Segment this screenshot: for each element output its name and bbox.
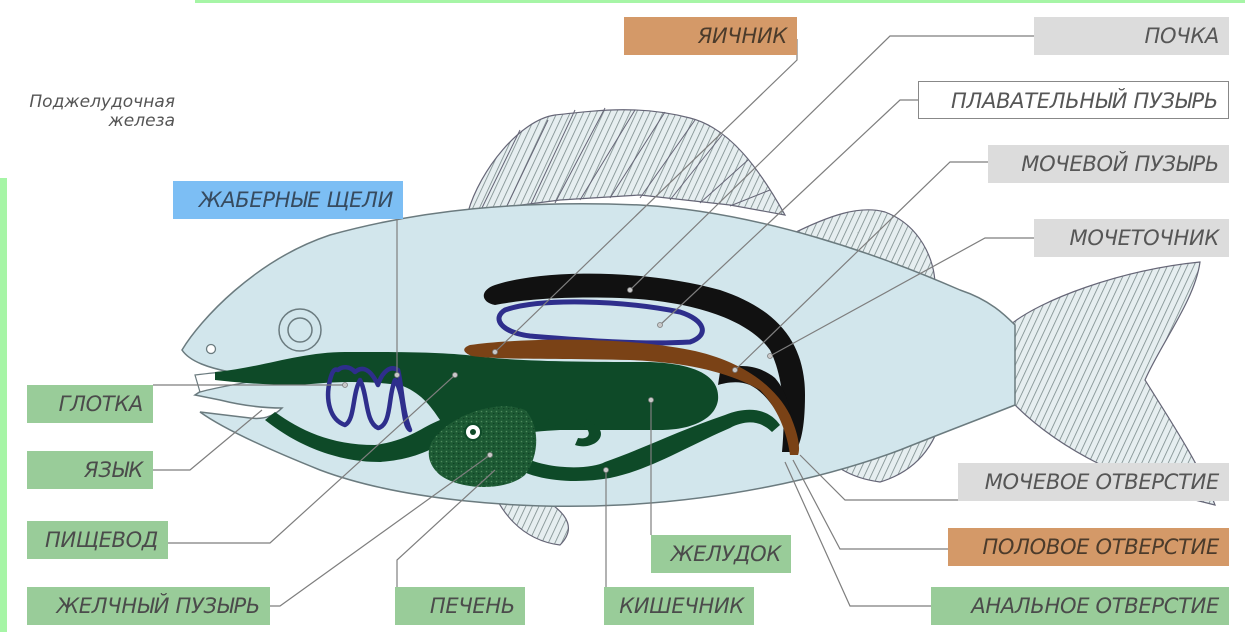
label-kidney: ПОЧКА — [1034, 17, 1229, 55]
label-urinary-bladder: МОЧЕВОЙ ПУЗЫРЬ — [988, 145, 1229, 183]
label-urinary-opening: МОЧЕВОЕ ОТВЕРСТИЕ — [958, 463, 1229, 501]
label-stomach: ЖЕЛУДОК — [651, 535, 791, 573]
eye-inner — [288, 318, 312, 342]
label-gill-slits: ЖАБЕРНЫЕ ЩЕЛИ — [173, 181, 403, 219]
label-esophagus: ПИЩЕВОД — [27, 521, 168, 559]
label-ovary: ЯИЧНИК — [624, 17, 797, 55]
label-gallbladder: ЖЕЛЧНЫЙ ПУЗЫРЬ — [27, 587, 270, 625]
label-tongue: ЯЗЫК — [27, 451, 153, 489]
label-swim-bladder: ПЛАВАТЕЛЬНЫЙ ПУЗЫРЬ — [918, 81, 1229, 119]
label-intestine: КИШЕЧНИК — [604, 587, 754, 625]
label-ureter: МОЧЕТОЧНИК — [1034, 219, 1229, 257]
label-pharynx: ГЛОТКА — [27, 385, 153, 423]
label-anal-opening: АНАЛЬНОЕ ОТВЕРСТИЕ — [931, 587, 1229, 625]
nostril — [207, 345, 216, 354]
dorsal-fin — [468, 110, 785, 215]
label-genital-opening: ПОЛОВОЕ ОТВЕРСТИЕ — [948, 528, 1229, 566]
label-liver: ПЕЧЕНЬ — [395, 587, 525, 625]
